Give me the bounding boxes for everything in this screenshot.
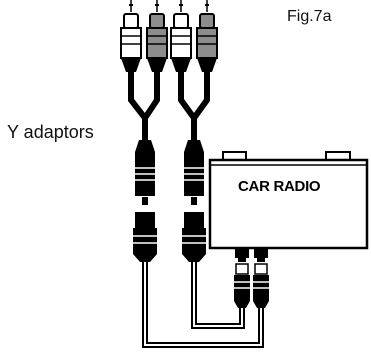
rca-plug-gray-left <box>146 0 168 72</box>
y-adaptors-label: Y adaptors <box>7 122 94 142</box>
y-adaptor-left-body <box>135 140 155 205</box>
rca-plug-white-right <box>170 0 192 72</box>
socket-right <box>182 212 206 262</box>
y-adaptor-left-cables <box>128 69 160 143</box>
figure-label: Fig.7a <box>287 8 332 25</box>
y-adaptor-right-body <box>184 140 204 205</box>
y-adaptor-right-cables <box>178 69 210 143</box>
socket-left <box>133 212 157 262</box>
rca-plug-white-left <box>120 0 142 72</box>
radio-rca-plug-right <box>253 258 269 308</box>
connecting-cable-outer <box>142 262 264 348</box>
connecting-cable-inner <box>191 262 245 329</box>
rca-plug-gray-right <box>196 0 218 72</box>
car-radio-unit <box>208 151 369 258</box>
car-radio-label: CAR RADIO <box>238 178 321 195</box>
radio-rca-plug-left <box>234 258 250 308</box>
